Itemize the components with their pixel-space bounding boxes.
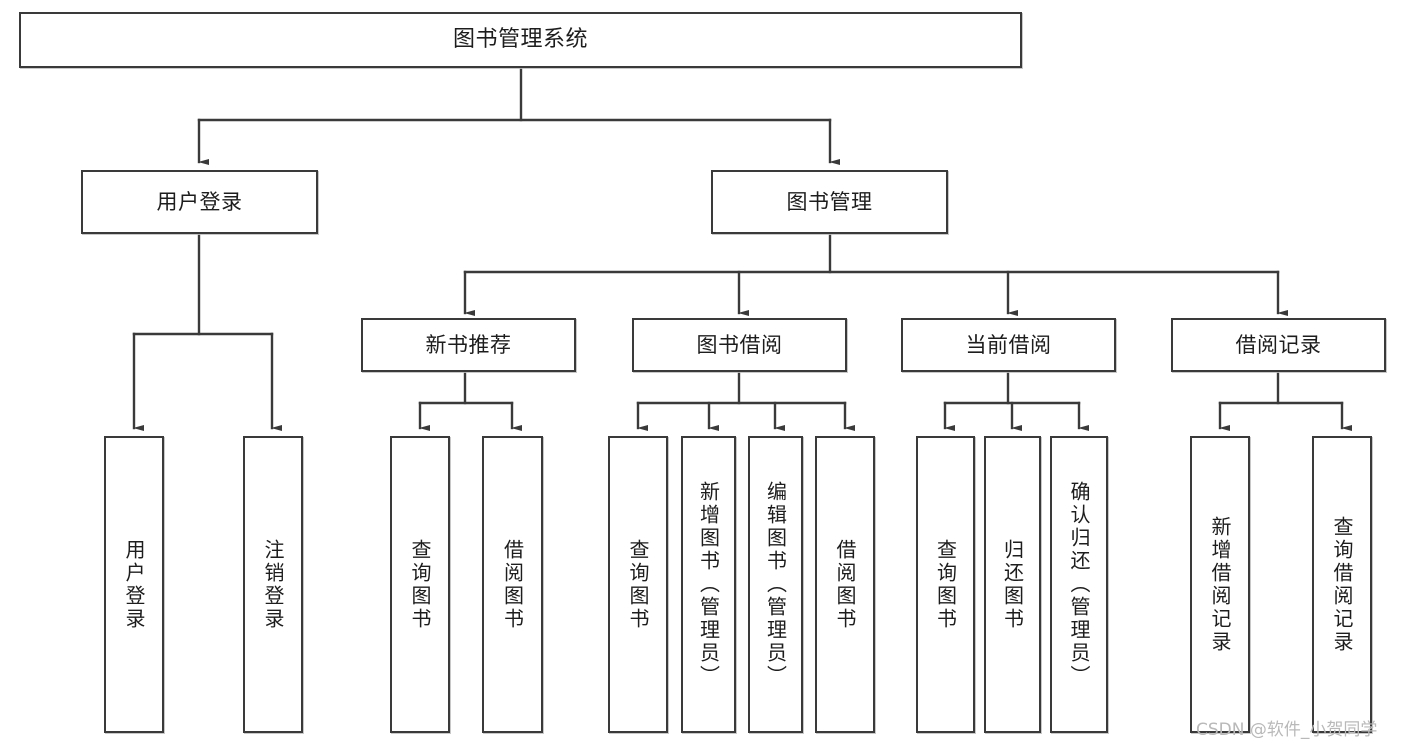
node-root-book-management-system[interactable]: 图书管理系统 (19, 12, 1022, 68)
node-label: 图书管理 (786, 189, 873, 214)
node-label: 当前借阅 (965, 332, 1052, 357)
leaf-query-borrow-record[interactable]: 查询借阅记录 (1312, 436, 1372, 733)
leaf-new-book-query[interactable]: 查询图书 (390, 436, 450, 733)
node-borrow-record[interactable]: 借阅记录 (1171, 318, 1386, 372)
watermark-text: CSDN @软件_小贺同学 (1196, 720, 1378, 740)
leaf-new-book-borrow[interactable]: 借阅图书 (482, 436, 543, 733)
node-label: 查询图书 (626, 538, 650, 631)
leaf-current-query-book[interactable]: 查询图书 (916, 436, 975, 733)
node-label: 归还图书 (1000, 538, 1025, 631)
node-label: 新增借阅记录 (1208, 515, 1232, 654)
leaf-return-book[interactable]: 归还图书 (984, 436, 1041, 733)
node-label: 借阅图书 (500, 538, 525, 631)
leaf-add-book-admin[interactable]: 新增图书（管理员） (681, 436, 736, 733)
node-label: 图书借阅 (696, 332, 783, 357)
node-label: 确认归还（管理员） (1067, 481, 1091, 688)
node-label: 新书推荐 (425, 332, 512, 357)
leaf-confirm-return-admin[interactable]: 确认归还（管理员） (1050, 436, 1108, 733)
node-new-book-recommend[interactable]: 新书推荐 (361, 318, 576, 372)
node-label: 新增图书（管理员） (696, 481, 721, 688)
node-book-borrow[interactable]: 图书借阅 (632, 318, 847, 372)
leaf-borrow-query-book[interactable]: 查询图书 (608, 436, 668, 733)
leaf-add-borrow-record[interactable]: 新增借阅记录 (1190, 436, 1250, 733)
leaf-edit-book-admin[interactable]: 编辑图书（管理员） (748, 436, 803, 733)
node-label: 查询图书 (408, 538, 432, 631)
node-book-management[interactable]: 图书管理 (711, 170, 948, 234)
node-label: 图书管理系统 (452, 27, 588, 53)
node-label: 用户登录 (122, 538, 146, 631)
node-current-borrow[interactable]: 当前借阅 (901, 318, 1116, 372)
node-label: 查询借阅记录 (1330, 515, 1354, 654)
node-label: 借阅图书 (833, 538, 857, 631)
node-label: 借阅记录 (1235, 332, 1322, 357)
node-user-login[interactable]: 用户登录 (81, 170, 318, 234)
node-label: 注销登录 (261, 538, 285, 631)
node-label: 编辑图书（管理员） (763, 481, 788, 688)
leaf-borrow-book[interactable]: 借阅图书 (815, 436, 875, 733)
leaf-logout[interactable]: 注销登录 (243, 436, 303, 733)
node-label: 用户登录 (156, 189, 243, 214)
leaf-user-login[interactable]: 用户登录 (104, 436, 164, 733)
node-label: 查询图书 (933, 538, 958, 631)
